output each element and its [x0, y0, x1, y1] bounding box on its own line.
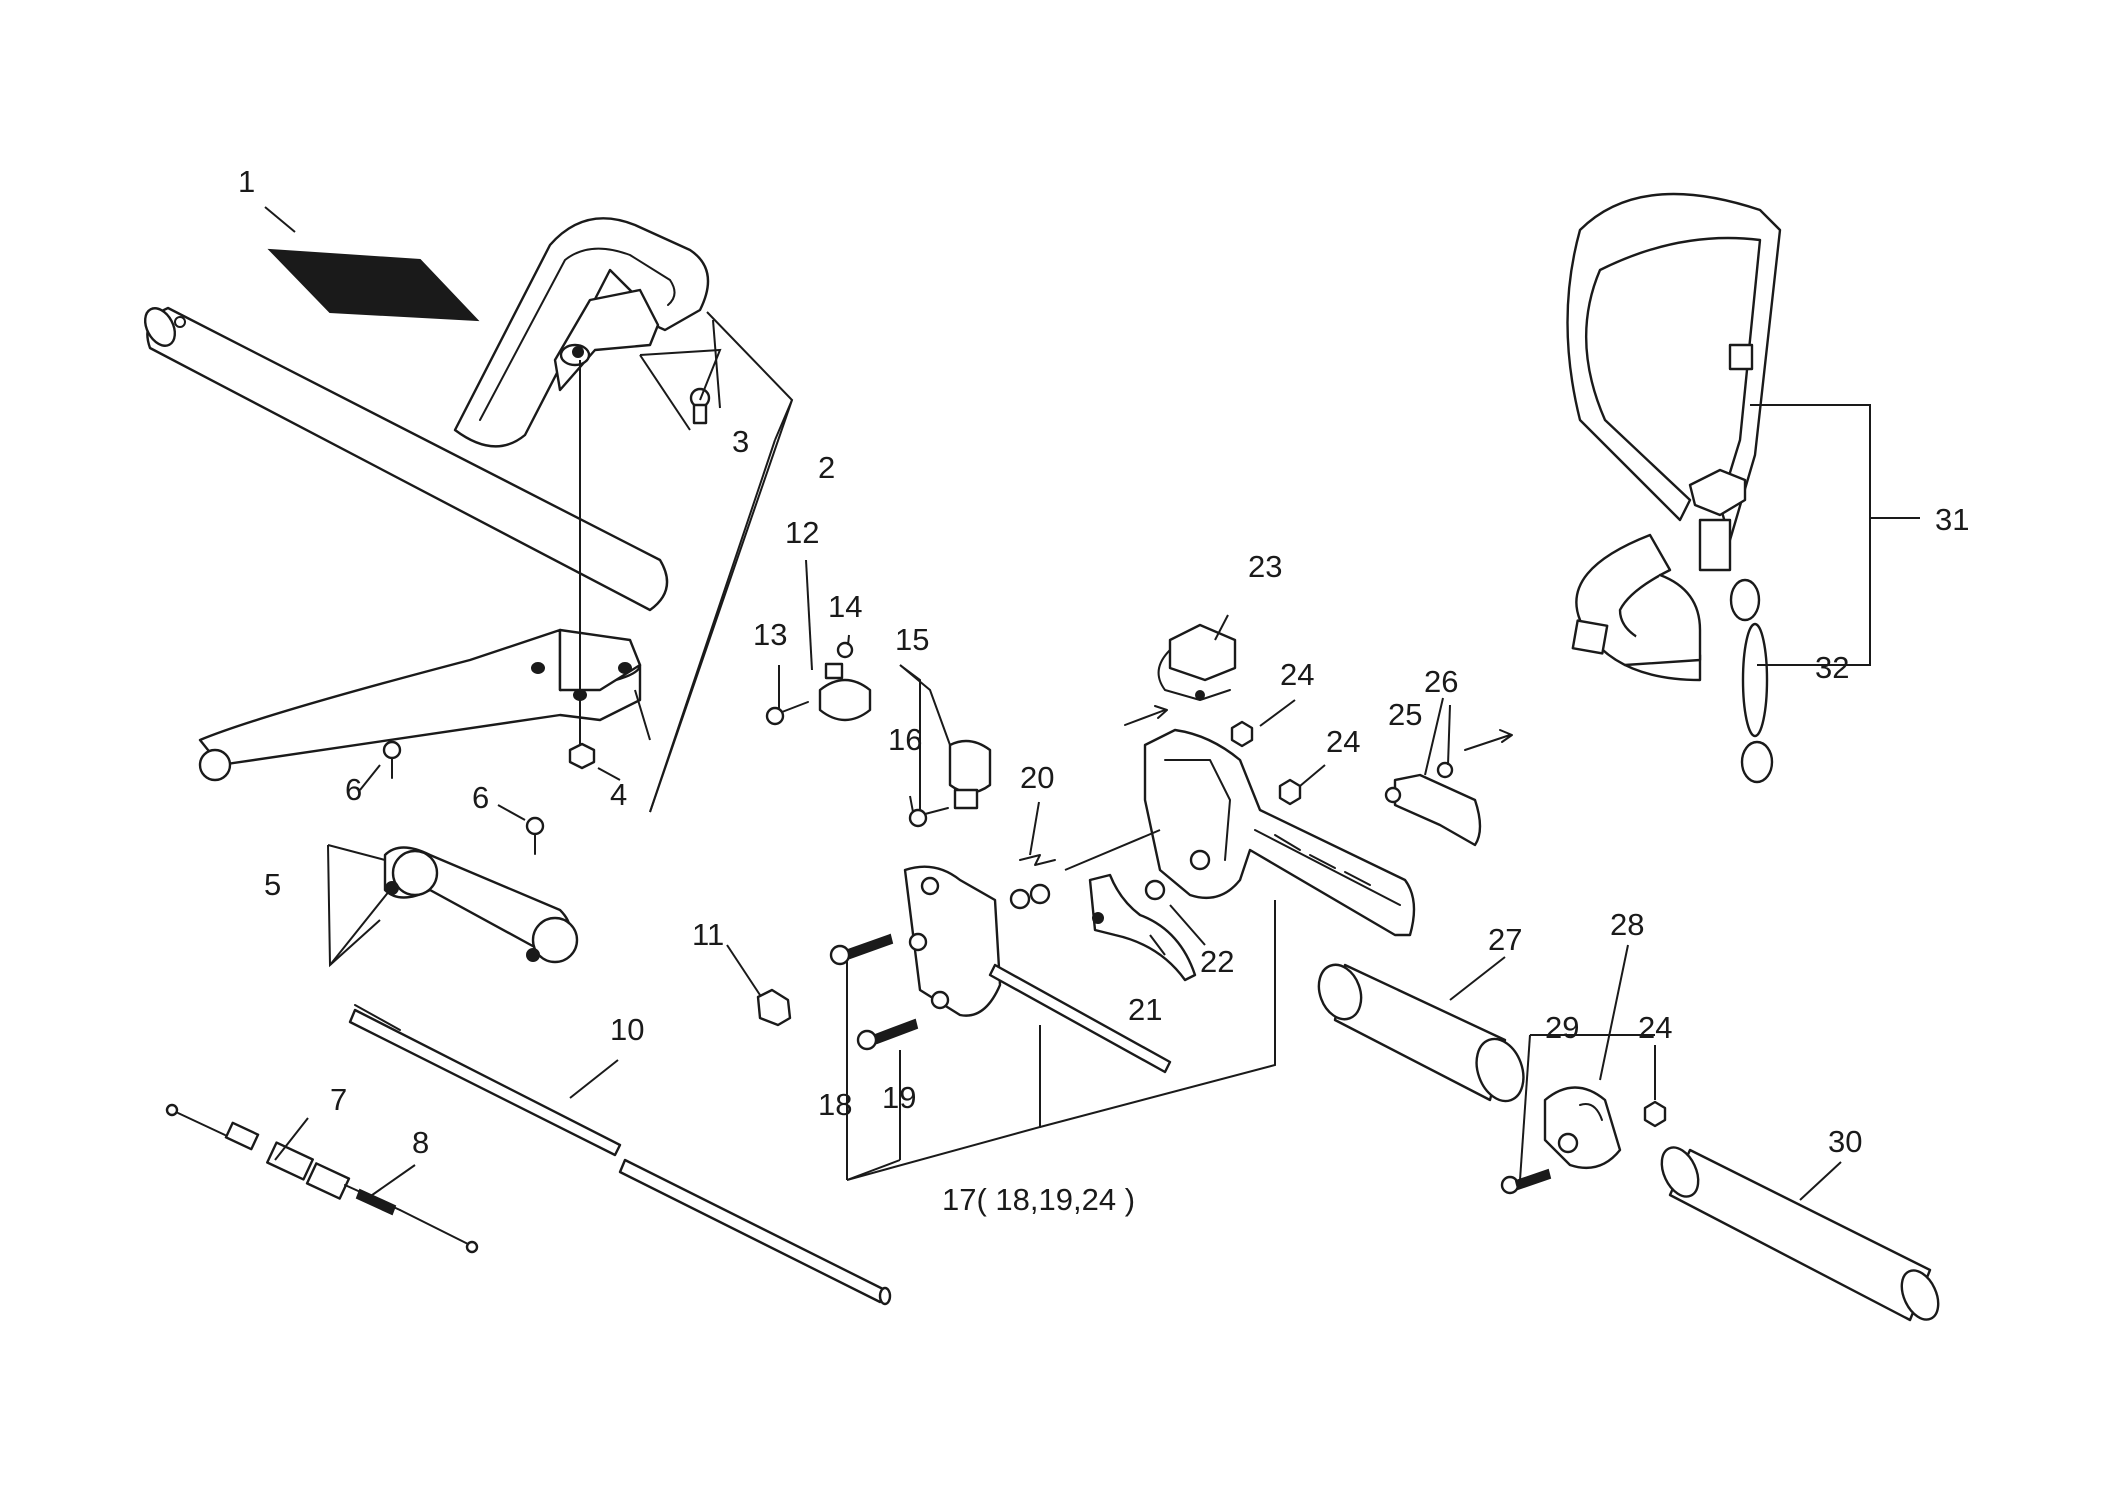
callout-4: 4 [610, 777, 627, 812]
part-26-pin [1436, 761, 1454, 779]
part-5-handle-bracket [383, 846, 579, 964]
callout-1: 1 [238, 164, 255, 199]
part-13-bolt [765, 701, 809, 726]
part-17-throttle-housing [1143, 728, 1416, 937]
part-25-cover [1384, 773, 1482, 847]
callouts: 1 2 3 4 5 6 6 7 8 10 11 12 13 14 15 16 1… [238, 164, 1969, 1217]
part-23-switch [1157, 623, 1237, 701]
callout-7: 7 [330, 1082, 347, 1117]
part-19-screw [856, 1018, 919, 1051]
callout-17: 17( 18,19,24 ) [942, 1182, 1135, 1217]
part-14-nut [836, 641, 854, 659]
part-24-nut-c [1643, 1100, 1667, 1128]
part-27-grip-tube [1317, 963, 1525, 1103]
callout-24b: 24 [1326, 724, 1360, 759]
part-6-screw-b [525, 816, 545, 855]
callout-24c: 24 [1638, 1010, 1672, 1045]
callout-12: 12 [785, 515, 819, 550]
callout-6b: 6 [472, 780, 489, 815]
callout-28: 28 [1610, 907, 1644, 942]
callout-2: 2 [818, 450, 835, 485]
callout-16: 16 [888, 722, 922, 757]
part-18-screw [829, 933, 894, 966]
direction-arrows [1124, 705, 1513, 751]
callout-18: 18 [818, 1087, 852, 1122]
callout-15: 15 [895, 622, 929, 657]
main-shaft-tube [143, 306, 669, 612]
part-2-loop-handle [453, 217, 710, 448]
part-32-hook [1729, 578, 1774, 784]
callout-6a: 6 [345, 772, 362, 807]
part-1-label-sticker [267, 248, 480, 322]
part-30-grip-tube [1660, 1146, 1940, 1322]
callout-23: 23 [1248, 549, 1282, 584]
callout-14: 14 [828, 589, 862, 624]
part-31-shoulder-harness [1566, 192, 1782, 682]
callout-19: 19 [882, 1080, 916, 1115]
callout-21: 21 [1128, 992, 1162, 1027]
callout-26: 26 [1424, 664, 1458, 699]
part-4-nut [568, 742, 596, 770]
leader-lines [264, 206, 1920, 1201]
callout-5: 5 [264, 867, 281, 902]
callout-10: 10 [610, 1012, 644, 1047]
callout-22: 22 [1200, 944, 1234, 979]
callout-25: 25 [1388, 697, 1422, 732]
part-24-nut-b [1278, 778, 1302, 806]
part-29-bolt [1500, 1168, 1552, 1195]
part-22-spring [1144, 879, 1166, 901]
part-10-drive-shaft [348, 1004, 892, 1306]
part-20-spring [1009, 854, 1056, 910]
callout-11: 11 [692, 917, 724, 952]
part-15-clamp [948, 739, 992, 810]
part-28-harness-hanger [1543, 1086, 1622, 1170]
part-17-housing-left-half [903, 865, 1172, 1074]
part-7-8-throttle-cable [165, 1103, 479, 1254]
part-12-clamp [818, 662, 872, 722]
callout-27: 27 [1488, 922, 1522, 957]
callout-8: 8 [412, 1125, 429, 1160]
callout-20: 20 [1020, 760, 1054, 795]
callout-30: 30 [1828, 1124, 1862, 1159]
part-11-hex-plate [756, 988, 792, 1027]
callout-13: 13 [753, 617, 787, 652]
part-21-throttle-lever [1088, 873, 1197, 982]
callout-31: 31 [1935, 502, 1969, 537]
callout-32: 32 [1815, 650, 1849, 685]
part-6-screw-a [382, 740, 402, 779]
part-24-nut-a [1230, 720, 1254, 748]
callout-24a: 24 [1280, 657, 1314, 692]
part-3-bolt [689, 387, 711, 425]
part-16-bolt [908, 807, 949, 828]
callout-29: 29 [1545, 1010, 1579, 1045]
callout-3: 3 [732, 424, 749, 459]
